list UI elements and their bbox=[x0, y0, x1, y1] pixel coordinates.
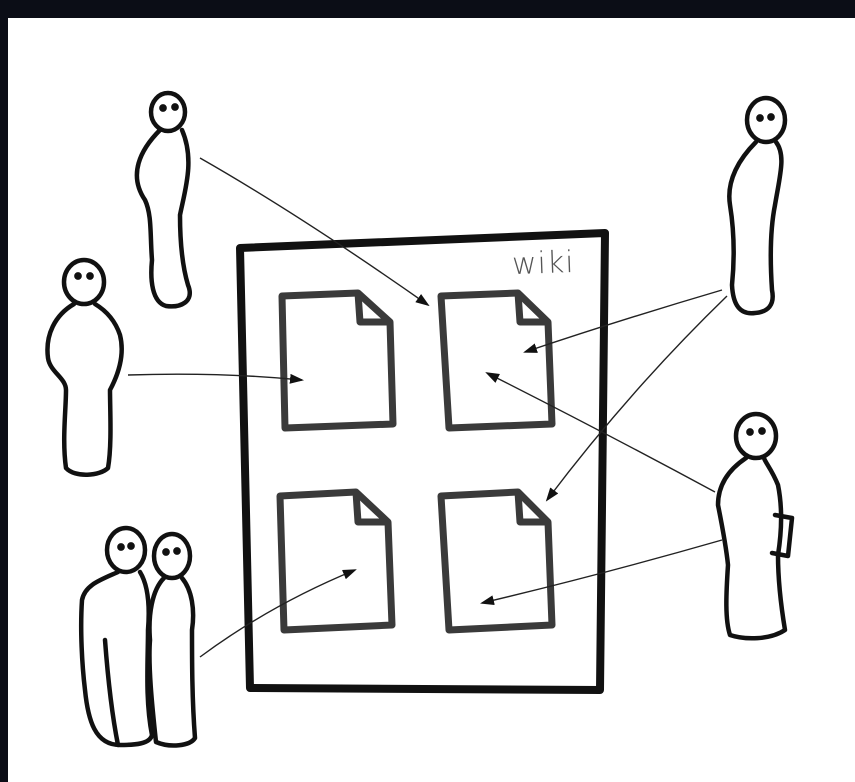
link-person-mid-left-to-page-tl bbox=[128, 374, 302, 380]
link-person-top-left-to-wiki bbox=[200, 158, 428, 305]
link-person-top-right-to-page-br bbox=[547, 296, 727, 500]
wiki-page-bottom-left bbox=[280, 492, 392, 630]
wiki-page-top-right bbox=[441, 293, 552, 428]
person-top-right bbox=[729, 98, 785, 313]
wiki-page-top-left bbox=[282, 293, 393, 428]
person-middle-left bbox=[47, 260, 121, 475]
person-top-left bbox=[137, 93, 190, 306]
wiki-page-bottom-right bbox=[441, 492, 552, 630]
wiki-label: wiki bbox=[511, 245, 575, 282]
link-couple-to-page-bl bbox=[200, 570, 355, 657]
person-bottom-right bbox=[718, 414, 792, 638]
link-person-top-right-to-page-tr bbox=[525, 290, 722, 352]
person-couple-left bbox=[81, 528, 195, 745]
